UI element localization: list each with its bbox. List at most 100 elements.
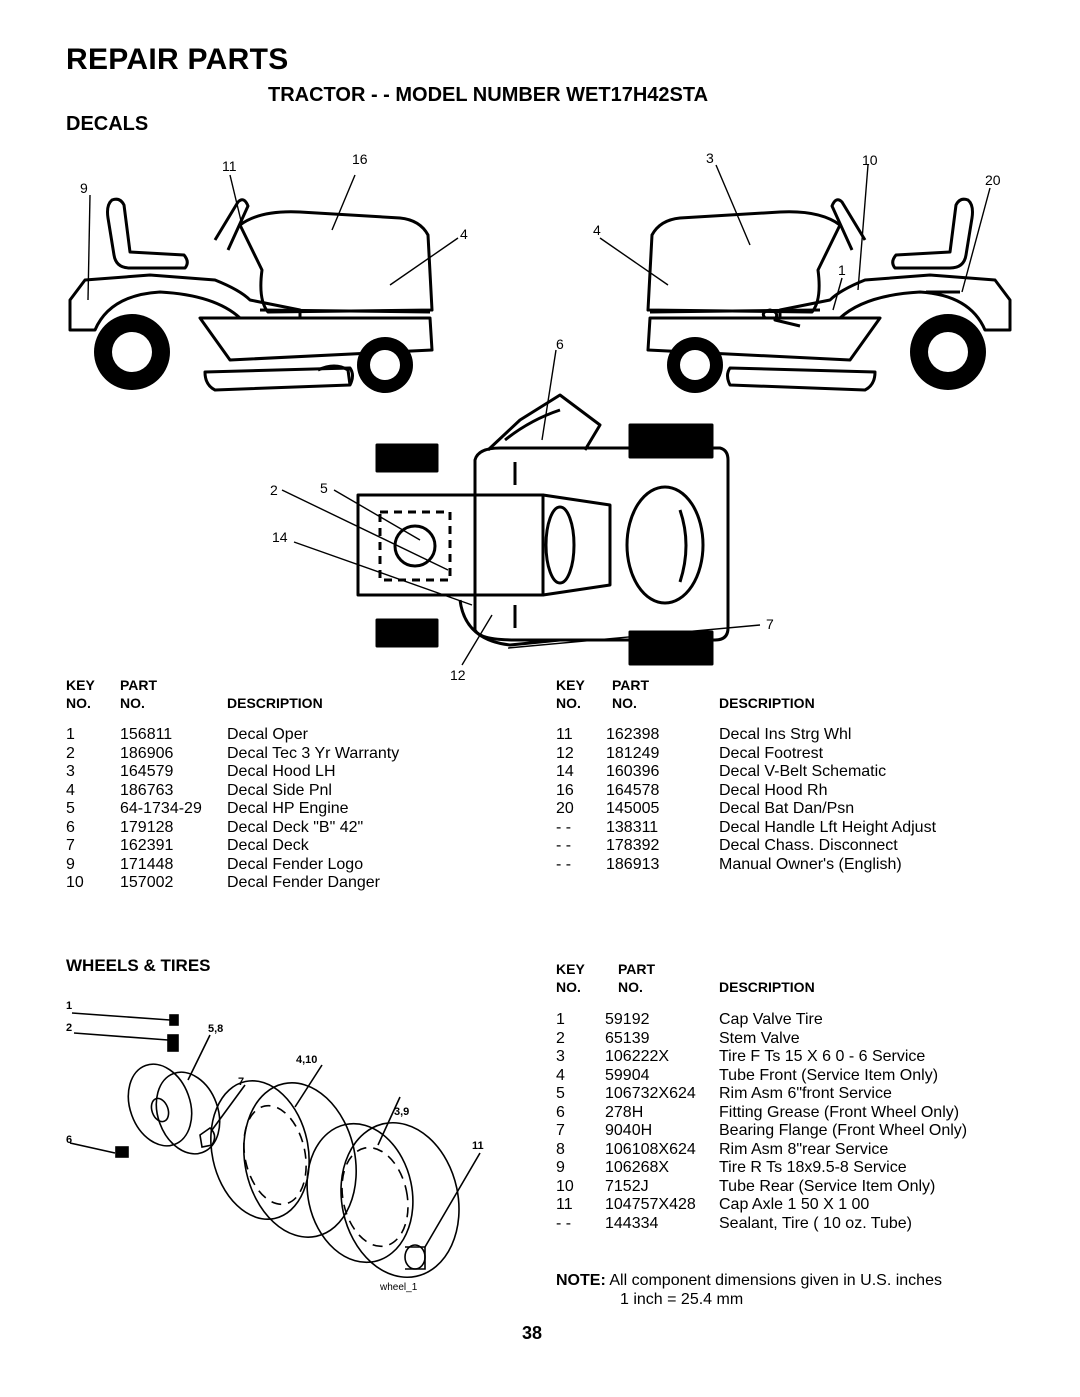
description: Decal Chass. Disconnect [719, 837, 898, 854]
description: Decal Ins Strg Whl [719, 726, 852, 743]
table-row: - - 138311 Decal Handle Lft Height Adjust [556, 819, 1006, 838]
callout-3: 3 [706, 150, 714, 166]
part-no: 178392 [606, 837, 660, 854]
key-no: 9 [66, 855, 75, 873]
description: Decal Handle Lft Height Adjust [719, 818, 937, 836]
key-no: 11 [556, 726, 573, 743]
key-no: 5 [556, 1085, 565, 1102]
wheels-callout-2: 2 [66, 1022, 73, 1034]
header-key: KEY [556, 961, 585, 977]
tractor-left-side-view [68, 197, 434, 392]
description: Fitting Grease (Front Wheel Only) [719, 1103, 960, 1121]
callout-12: 12 [450, 667, 466, 683]
header-key: KEY [556, 677, 585, 693]
note: NOTE: All component dimensions given in … [556, 1272, 942, 1291]
note-line1: All component dimensions given in U.S. i… [609, 1272, 942, 1289]
description: Tire F Ts 15 X 6 0 - 6 Service [719, 1048, 926, 1065]
callout-10: 10 [862, 152, 878, 168]
key-no: 1 [66, 726, 75, 743]
key-no: 16 [556, 781, 574, 799]
page-title: REPAIR PARTS [66, 43, 289, 76]
header-part: PART [612, 677, 650, 693]
header-description: DESCRIPTION [719, 695, 815, 711]
wheels-section-title: WHEELS & TIRES [66, 956, 211, 975]
key-no: 7 [66, 837, 75, 854]
part-no: 164579 [120, 763, 174, 780]
wheels-callout-3-9: 3,9 [394, 1106, 410, 1118]
description: Decal Bat Dan/Psn [719, 800, 855, 817]
part-no: 138311 [606, 818, 659, 836]
description: Sealant, Tire ( 10 oz. Tube) [719, 1214, 912, 1232]
part-no: 162391 [120, 837, 174, 854]
key-no: 6 [66, 818, 75, 836]
description: Decal Side Pnl [227, 781, 332, 799]
description: Rim Asm 8"rear Service [719, 1140, 889, 1158]
description: Decal HP Engine [227, 800, 349, 817]
description: Decal Hood LH [227, 763, 336, 780]
key-no: 5 [66, 800, 75, 817]
description: Tube Rear (Service Item Only) [719, 1177, 936, 1195]
key-no: - - [556, 818, 572, 836]
description: Tube Front (Service Item Only) [719, 1066, 939, 1084]
key-no: 1 [556, 1011, 565, 1028]
part-no: 179128 [120, 818, 174, 836]
key-no: 3 [556, 1048, 565, 1065]
header-part-no: NO. [612, 695, 637, 711]
key-no: 9 [556, 1159, 565, 1176]
wheels-callout-4-10: 4,10 [296, 1054, 318, 1066]
header-no: NO. [66, 695, 91, 711]
wheels-table-header: KEY PART NO. NO. DESCRIPTION [556, 960, 996, 1000]
part-no: 186913 [606, 855, 660, 873]
decals-right-table-header: KEY PART NO. NO. DESCRIPTION [556, 676, 996, 716]
wheels-callout-5-8: 5,8 [208, 1023, 224, 1035]
key-no: 11 [556, 1196, 573, 1213]
model-subtitle: TRACTOR - - MODEL NUMBER WET17H42STA [268, 84, 709, 106]
header-no: NO. [556, 695, 581, 711]
description: Decal Fender Danger [227, 874, 380, 891]
key-no: 2 [556, 1029, 565, 1047]
description: Decal Hood Rh [719, 781, 828, 799]
callout-2: 2 [270, 482, 278, 498]
part-no: 181249 [606, 744, 660, 762]
description: Decal Oper [227, 726, 308, 743]
key-no: 20 [556, 800, 574, 817]
side-view-wheels [94, 314, 986, 393]
callout-20: 20 [985, 172, 1001, 188]
description: Decal Tec 3 Yr Warranty [227, 744, 400, 762]
part-no: 106732X624 [605, 1085, 696, 1102]
callout-4-right: 4 [593, 222, 601, 238]
key-no: - - [556, 1214, 572, 1232]
description: Stem Valve [719, 1029, 800, 1047]
header-no: NO. [556, 979, 581, 995]
part-no: 106222X [605, 1048, 670, 1065]
key-no: - - [556, 855, 572, 873]
part-no: 157002 [120, 874, 174, 891]
wheels-callout-1: 1 [66, 1000, 73, 1012]
part-no: 186906 [120, 744, 174, 762]
note-line2: 1 inch = 25.4 mm [620, 1291, 744, 1308]
part-no: 278H [605, 1103, 644, 1121]
key-no: 4 [66, 781, 75, 799]
description: Manual Owner's (English) [719, 855, 902, 873]
key-no: 7 [556, 1122, 565, 1139]
part-no: 106108X624 [605, 1140, 696, 1158]
part-no: 162398 [606, 726, 660, 743]
decals-diagram [68, 164, 1012, 666]
note-label: NOTE: [556, 1272, 606, 1289]
header-part-no: NO. [618, 979, 643, 995]
